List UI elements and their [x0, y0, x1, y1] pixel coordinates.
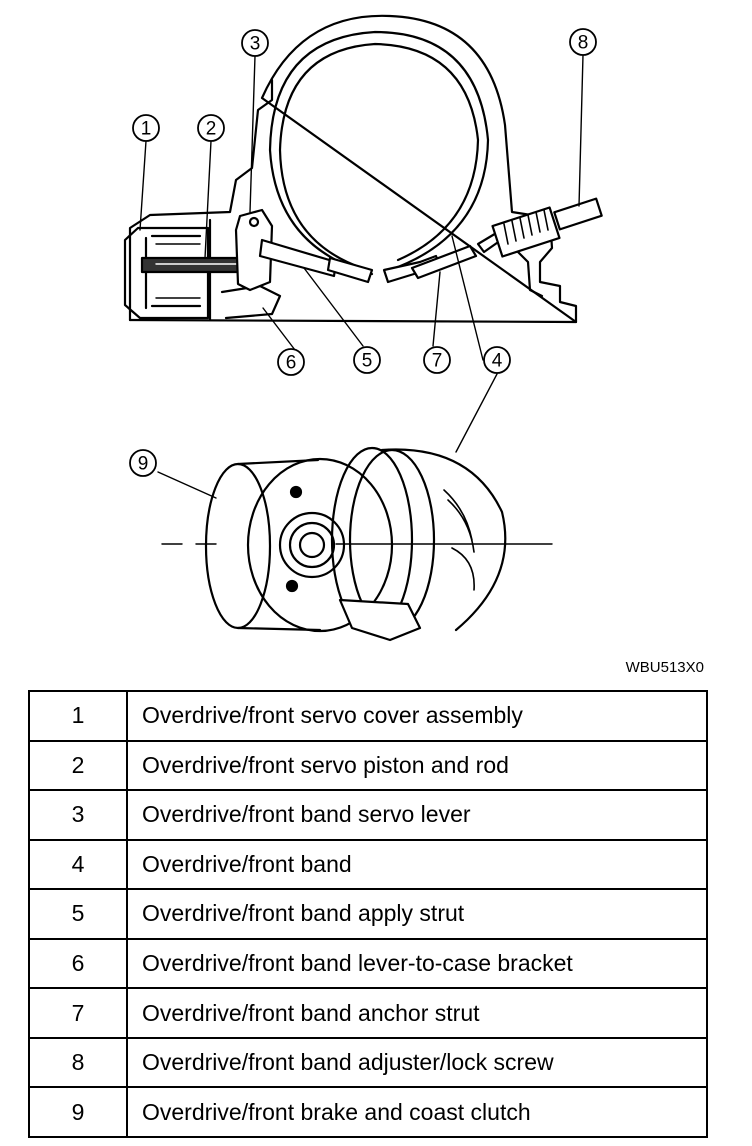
- legend-number: 6: [28, 937, 128, 990]
- legend-row: 3 Overdrive/front band servo lever: [28, 789, 708, 841]
- legend-description: Overdrive/front band: [126, 838, 708, 891]
- legend-description: Overdrive/front band apply strut: [126, 888, 708, 940]
- legend-number: 2: [28, 739, 128, 792]
- callout-9: [129, 449, 157, 477]
- callout-2: [197, 114, 225, 142]
- legend-number: 1: [28, 690, 128, 742]
- legend-number: 4: [28, 838, 128, 891]
- callout-3-label: 3: [250, 34, 261, 55]
- callout-2-label: 2: [206, 119, 217, 140]
- callout-1-label: 1: [141, 119, 152, 140]
- legend-table: 1 Overdrive/front servo cover assembly 2…: [28, 690, 708, 1138]
- legend-row: 6 Overdrive/front band lever-to-case bra…: [28, 937, 708, 990]
- legend-row: 4 Overdrive/front band: [28, 838, 708, 891]
- legend-description: Overdrive/front band lever-to-case brack…: [126, 937, 708, 990]
- callout-5: [353, 346, 381, 374]
- legend-description: Overdrive/front brake and coast clutch: [126, 1086, 708, 1138]
- brake-coast-clutch: [204, 457, 394, 633]
- callout-6: [277, 348, 305, 376]
- legend-description: Overdrive/front band adjuster/lock screw: [126, 1036, 708, 1089]
- legend-row: 9 Overdrive/front brake and coast clutch: [28, 1086, 708, 1138]
- adjuster-lock-screw: [476, 197, 603, 258]
- legend-number: 7: [28, 987, 128, 1039]
- callout-4: [483, 346, 511, 374]
- band-servo-lever: [234, 208, 274, 292]
- apply-strut: [258, 238, 338, 278]
- transmission-case: [128, 14, 578, 324]
- legend-row: 1 Overdrive/front servo cover assembly: [28, 690, 708, 742]
- servo-cover-assembly: [123, 226, 210, 320]
- figure-code: WBU513X0: [626, 659, 704, 676]
- callout-4-label: 4: [492, 351, 503, 372]
- legend-number: 3: [28, 789, 128, 841]
- legend-row: 8 Overdrive/front band adjuster/lock scr…: [28, 1036, 708, 1089]
- legend-number: 9: [28, 1086, 128, 1138]
- legend-description: Overdrive/front servo piston and rod: [126, 739, 708, 792]
- callouts: [129, 28, 597, 477]
- legend-description: Overdrive/front band servo lever: [126, 789, 708, 841]
- servo-piston-rod: [140, 256, 256, 274]
- legend-number: 5: [28, 888, 128, 940]
- callout-1: [132, 114, 160, 142]
- callout-3: [241, 29, 269, 57]
- callout-8-label: 8: [578, 33, 589, 54]
- legend-description: Overdrive/front servo cover assembly: [126, 690, 708, 742]
- callout-7-label: 7: [432, 351, 443, 372]
- front-band-top: [268, 30, 490, 284]
- anchor-strut: [410, 244, 478, 280]
- legend-row: 5 Overdrive/front band apply strut: [28, 888, 708, 940]
- legend-description: Overdrive/front band anchor strut: [126, 987, 708, 1039]
- callout-7: [423, 346, 451, 374]
- callout-9-label: 9: [138, 454, 149, 475]
- leader-lines: [139, 54, 584, 499]
- band-servo-illustration: 1 2 3 4 5 6 7 8 9 WBU513X0: [123, 14, 704, 676]
- callout-8: [569, 28, 597, 56]
- legend-row: 2 Overdrive/front servo piston and rod: [28, 739, 708, 792]
- callout-6-label: 6: [286, 353, 297, 374]
- callout-5-label: 5: [362, 351, 373, 372]
- legend-row: 7 Overdrive/front band anchor strut: [28, 987, 708, 1039]
- front-band-exploded: [330, 446, 507, 642]
- legend-number: 8: [28, 1036, 128, 1089]
